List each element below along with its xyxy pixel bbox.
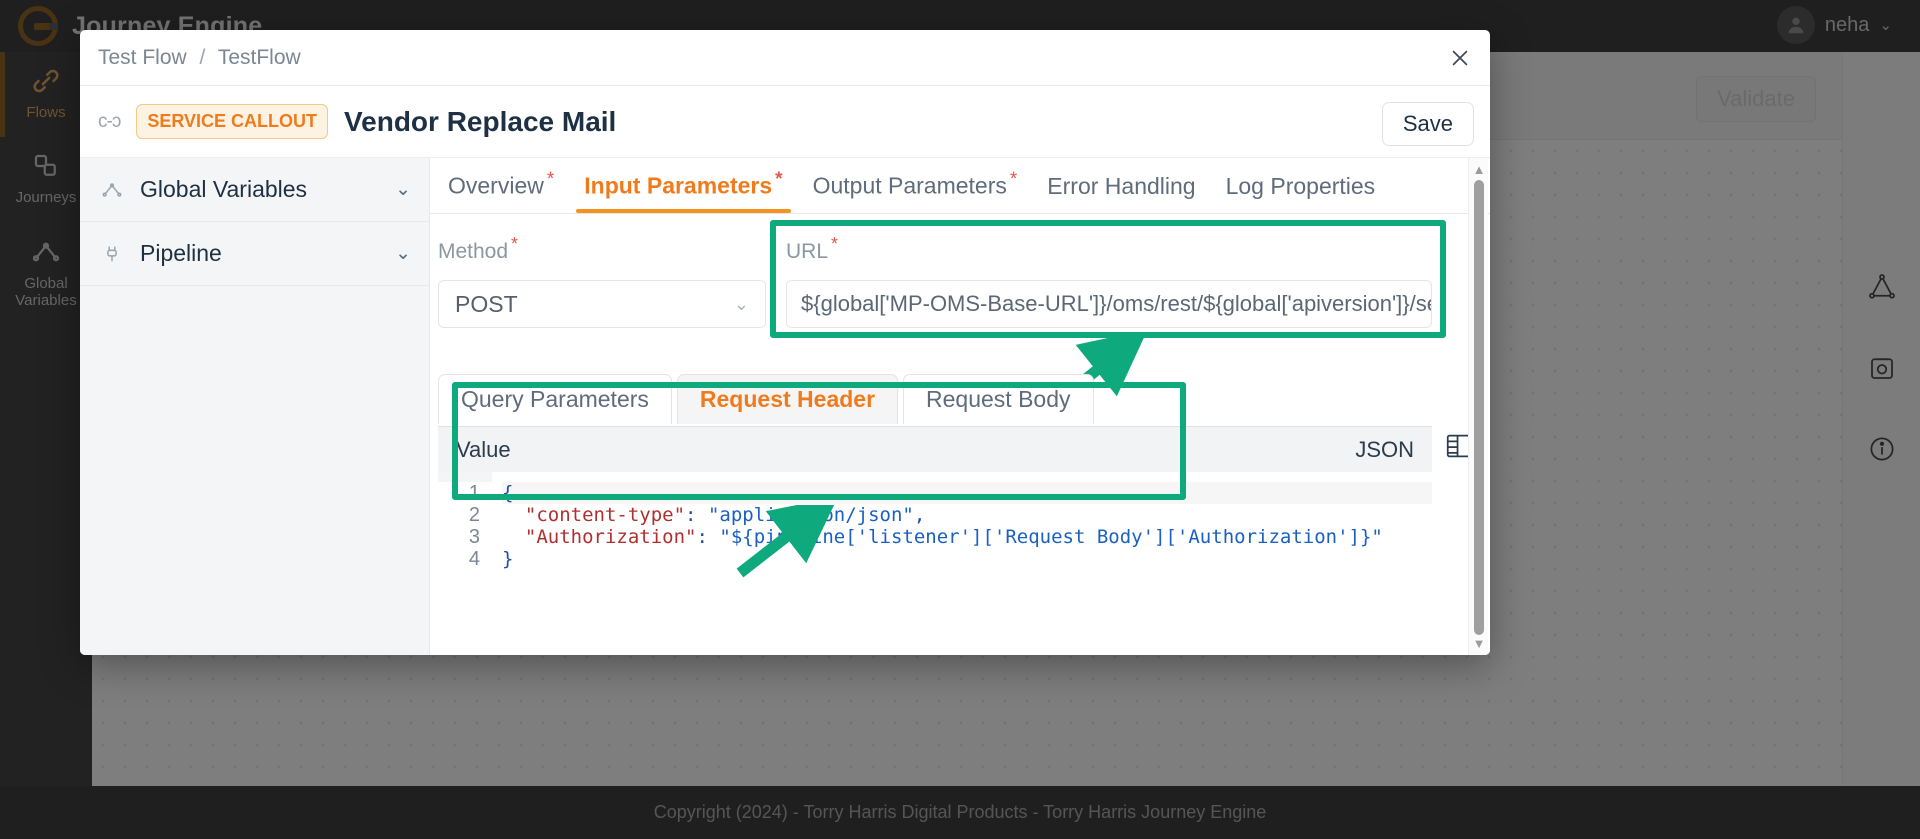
code-line: {: [502, 482, 1432, 504]
line-number: 1: [468, 482, 480, 504]
service-callout-icon: c-ɔ: [98, 110, 121, 132]
line-number: 2: [468, 504, 480, 526]
sidebar-item-pipeline[interactable]: Pipeline ⌄: [80, 222, 429, 286]
chevron-down-icon: ⌄: [733, 293, 749, 314]
save-button[interactable]: Save: [1381, 102, 1474, 146]
tab-label: Error Handling: [1047, 173, 1196, 199]
breadcrumb: Test Flow / TestFlow: [98, 46, 301, 70]
required-marker: *: [511, 234, 519, 254]
tab-label: Log Properties: [1225, 173, 1376, 199]
code-key: "content-type": [524, 504, 686, 526]
value-column-header: Value JSON: [438, 426, 1432, 472]
code-tail: ,: [913, 504, 926, 526]
subtab-request-header[interactable]: Request Header: [676, 374, 899, 424]
page-title: Vendor Replace Mail: [344, 105, 617, 137]
modal-sidebar: Global Variables ⌄ Pipeline ⌄: [80, 158, 430, 655]
close-icon[interactable]: [1444, 42, 1476, 74]
url-label: URL*: [786, 234, 1432, 264]
chevron-down-icon: ⌄: [395, 243, 411, 264]
tab-bar: Overview* Input Parameters* Output Param…: [430, 158, 1490, 214]
line-number: 4: [468, 548, 480, 570]
scrollbar-thumb[interactable]: [1474, 180, 1484, 635]
code-line: "Authorization": "${pipeline['listener']…: [502, 526, 1432, 548]
code-key: "Authorization": [524, 526, 697, 548]
required-marker: *: [546, 169, 555, 191]
breadcrumb-root[interactable]: Test Flow: [98, 45, 187, 69]
required-marker: *: [1009, 169, 1018, 191]
method-field-group: Method* POST ⌄: [438, 234, 766, 328]
url-highlight-annotation: [770, 220, 1446, 338]
modal-scrollbar[interactable]: ▲ ▼: [1468, 158, 1488, 655]
url-label-text: URL: [786, 240, 829, 263]
value-label: Value: [456, 436, 511, 462]
tab-label: Input Parameters: [584, 173, 773, 199]
tab-label: Overview: [448, 173, 544, 199]
input-parameters-form: Method* POST ⌄ URL* ${global['MP-OMS-Bas…: [430, 214, 1490, 570]
tab-overview[interactable]: Overview*: [436, 159, 566, 213]
chevron-down-icon: ⌄: [395, 179, 411, 200]
node-config-modal: Test Flow / TestFlow c-ɔ SERVICE CALLOUT…: [80, 30, 1490, 655]
editor-code-area[interactable]: { "content-type": "application/json", "A…: [492, 472, 1432, 570]
tab-log-properties[interactable]: Log Properties: [1214, 163, 1388, 213]
url-input[interactable]: ${global['MP-OMS-Base-URL']}/oms/rest/${…: [786, 280, 1432, 328]
url-field-group: URL* ${global['MP-OMS-Base-URL']}/oms/re…: [786, 234, 1432, 328]
subtab-request-body[interactable]: Request Body: [903, 374, 1094, 424]
breadcrumb-separator: /: [199, 45, 206, 69]
tab-label: Output Parameters: [812, 173, 1007, 199]
method-select[interactable]: POST ⌄: [438, 280, 766, 328]
plug-icon: [100, 243, 124, 265]
code-line: }: [502, 548, 1432, 570]
modal-main-panel: Overview* Input Parameters* Output Param…: [430, 158, 1490, 655]
code-brace-close: }: [502, 548, 514, 570]
code-sep: :: [685, 504, 708, 526]
sidebar-item-global-variables[interactable]: Global Variables ⌄: [80, 158, 429, 222]
status-badge: SERVICE CALLOUT: [136, 104, 329, 139]
modal-body: Global Variables ⌄ Pipeline ⌄ Overview*: [80, 158, 1490, 655]
json-mode-label: JSON: [1355, 436, 1414, 462]
modal-subheader: c-ɔ SERVICE CALLOUT Vendor Replace Mail …: [80, 86, 1490, 158]
code-sep: :: [696, 526, 720, 548]
code-brace-open: {: [502, 482, 514, 504]
code-line: "content-type": "application/json",: [502, 504, 1432, 526]
graph-icon: [100, 179, 124, 201]
required-marker: *: [831, 234, 839, 254]
method-value: POST: [455, 290, 518, 317]
modal-header: Test Flow / TestFlow: [80, 30, 1490, 86]
tab-error-handling[interactable]: Error Handling: [1035, 163, 1207, 213]
line-number: 3: [468, 526, 480, 548]
sidebar-item-label: Pipeline: [140, 240, 222, 266]
sub-tab-bar: Query Parameters Request Header Request …: [438, 374, 1094, 424]
tab-input-parameters[interactable]: Input Parameters*: [572, 159, 794, 213]
method-label: Method*: [438, 234, 766, 264]
subtab-query-parameters[interactable]: Query Parameters: [438, 374, 672, 424]
arrow-pointing-to-json-icon: [736, 505, 839, 578]
required-marker: *: [775, 169, 783, 191]
tab-output-parameters[interactable]: Output Parameters*: [801, 159, 1030, 213]
scroll-down-icon[interactable]: ▼: [1472, 636, 1486, 651]
sidebar-item-label: Global Variables: [140, 176, 308, 202]
method-label-text: Method: [438, 240, 509, 263]
scroll-up-icon[interactable]: ▲: [1472, 162, 1486, 177]
breadcrumb-current: TestFlow: [217, 45, 301, 69]
